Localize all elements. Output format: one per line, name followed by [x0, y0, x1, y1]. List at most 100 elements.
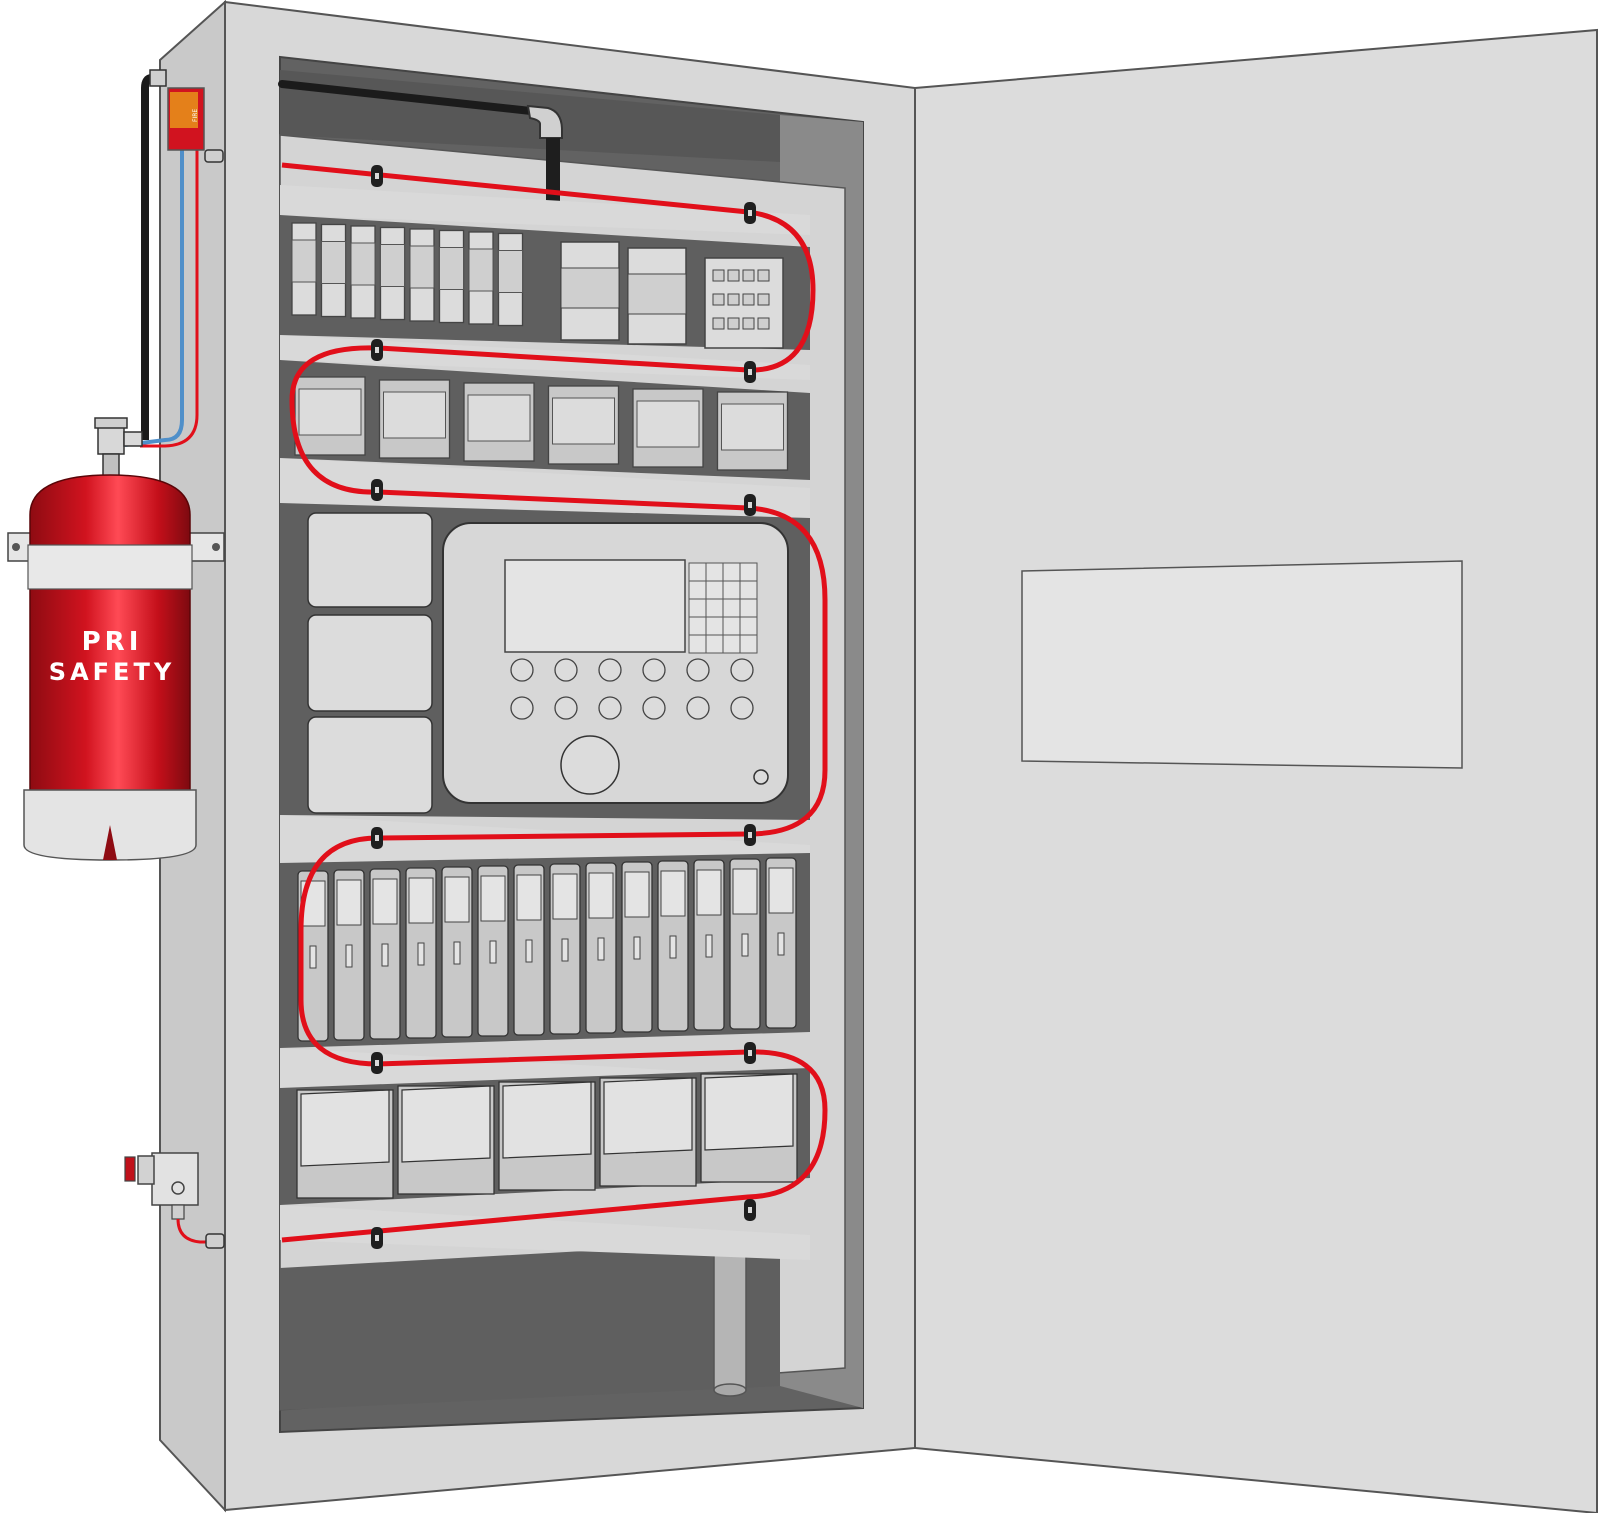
io-module — [333, 869, 365, 1041]
terminal-slot — [727, 293, 740, 306]
controller-button — [598, 658, 622, 682]
side-panel — [307, 614, 433, 712]
door-window — [1021, 560, 1463, 769]
discharge-nozzle — [546, 138, 560, 208]
controller-display — [504, 559, 686, 653]
controller-button — [686, 658, 710, 682]
drain-pipe-end — [713, 1383, 747, 1397]
circuit-breaker — [468, 231, 494, 325]
io-module — [657, 860, 689, 1032]
cabinet-bottom-cavity — [280, 1240, 780, 1410]
tube-clip — [744, 361, 756, 383]
contactor — [716, 391, 789, 471]
row-breakers — [280, 215, 810, 350]
fire-alarm-box: FIRE — [167, 87, 205, 151]
circuit-breaker — [291, 222, 317, 316]
door-panel — [914, 28, 1598, 1513]
terminal-slot — [742, 269, 755, 282]
lower-device — [296, 1089, 394, 1199]
contactor — [547, 385, 620, 465]
top-cable-tray — [278, 70, 780, 208]
relay-module-a — [560, 241, 620, 341]
terminal-slot — [712, 293, 725, 306]
circuit-breaker — [409, 228, 435, 322]
circuit-breaker — [379, 226, 406, 321]
terminal-slot — [757, 269, 770, 282]
circuit-breaker — [350, 225, 376, 319]
tube-clip — [371, 827, 383, 849]
io-module — [477, 865, 509, 1037]
drain-pipe — [713, 1239, 747, 1391]
io-module — [405, 867, 437, 1039]
contactor — [294, 376, 366, 456]
side-pipe-fitting — [149, 69, 167, 87]
terminal-module — [704, 257, 784, 349]
terminal-slot — [712, 269, 725, 282]
contactor — [463, 382, 535, 462]
terminal-slot — [742, 293, 755, 306]
tube-clip — [744, 1199, 756, 1221]
alarm-box-label: FIRE — [192, 109, 199, 122]
controller-button — [730, 696, 754, 720]
discharge-pipe — [278, 80, 544, 116]
io-module — [693, 859, 725, 1031]
row-lower-devices — [280, 1068, 810, 1205]
controller-button — [510, 696, 534, 720]
row-io-modules — [280, 853, 810, 1048]
suppression-cylinder: PRI SAFETY — [27, 474, 193, 831]
controller-button — [686, 696, 710, 720]
terminal-slot — [742, 317, 755, 330]
tube-clip — [744, 1042, 756, 1064]
terminal-slot — [757, 317, 770, 330]
side-panel — [307, 716, 433, 814]
io-module — [585, 862, 617, 1034]
tube-clip — [744, 202, 756, 224]
tube-clip — [371, 1227, 383, 1249]
controller-indicator — [753, 769, 769, 785]
detection-tube — [281, 162, 828, 1243]
cylinder-band — [27, 544, 193, 590]
cylinder-cradle — [23, 789, 197, 861]
pneumatic-line — [124, 150, 184, 447]
controller-dial — [560, 735, 620, 795]
cabinet-port-fitting-top — [204, 149, 224, 163]
lower-device — [700, 1073, 798, 1183]
relay-module-b — [627, 247, 687, 345]
cabinet-door — [914, 28, 1598, 1513]
tube-clip — [371, 165, 383, 187]
fire-suppression-system: FIRE — [7, 69, 225, 1249]
controller-buttons — [510, 658, 754, 720]
side-panel — [307, 512, 433, 608]
terminal-slot — [727, 317, 740, 330]
terminal-slot — [727, 269, 740, 282]
controller-button — [642, 696, 666, 720]
io-module — [621, 861, 653, 1033]
lower-device — [599, 1077, 697, 1187]
tube-clip — [371, 479, 383, 501]
circuit-breaker — [438, 229, 465, 324]
cylinder-brand-line1: PRI — [82, 627, 143, 657]
controller-button — [642, 658, 666, 682]
alarm-signal-line — [140, 150, 199, 448]
din-rail — [280, 185, 810, 235]
lower-device — [397, 1085, 495, 1195]
circuit-breaker — [497, 232, 524, 327]
tube-clips — [371, 165, 756, 1249]
io-module — [549, 863, 581, 1035]
controller-button — [554, 696, 578, 720]
io-module — [441, 866, 473, 1038]
tube-clip — [744, 824, 756, 846]
controller-button — [598, 696, 622, 720]
io-module — [513, 864, 545, 1036]
row-contactors — [280, 360, 810, 480]
tube-clip — [371, 1052, 383, 1074]
controller-button — [730, 658, 754, 682]
terminal-slot — [757, 293, 770, 306]
circuit-breaker — [320, 223, 347, 318]
manual-release-button — [124, 1156, 136, 1182]
contactor — [632, 388, 704, 468]
controller-button — [554, 658, 578, 682]
din-rail — [280, 1205, 810, 1260]
terminal-slot — [712, 317, 725, 330]
